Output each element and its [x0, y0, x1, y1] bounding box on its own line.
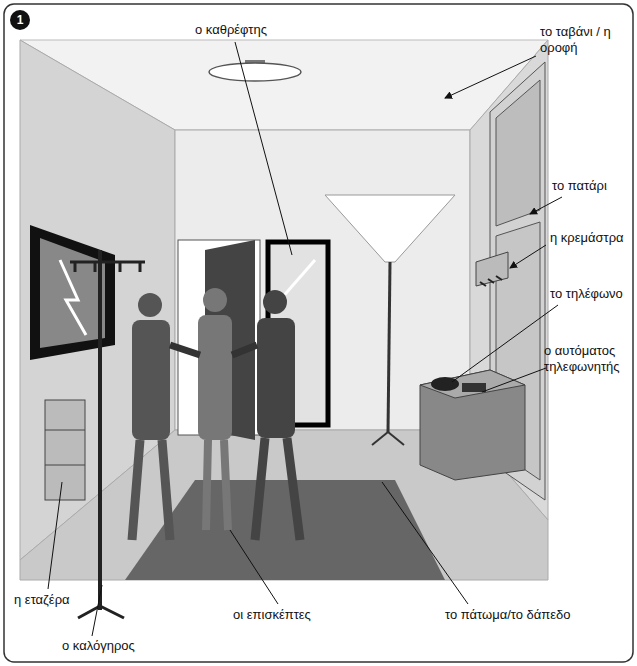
part-label: η εταζέρα — [14, 592, 70, 608]
part-label: το ταβάνι / η οροφή — [540, 24, 620, 56]
part-label: το πατάρι — [552, 178, 607, 194]
part-label: ο αυτόματος τηλεφωνητής — [544, 343, 630, 375]
part-label: ο καλόγηρος — [62, 638, 135, 654]
part-label: οι επισκέπτες — [233, 607, 311, 623]
part-label: το πάτωμα/το δάπεδο — [445, 607, 571, 623]
part-label: η κρεμάστρα — [550, 230, 624, 246]
part-label: το τηλέφωνο — [550, 286, 623, 302]
callout-number: 1 — [10, 10, 30, 30]
part-label: ο καθρέφτης — [195, 22, 267, 38]
